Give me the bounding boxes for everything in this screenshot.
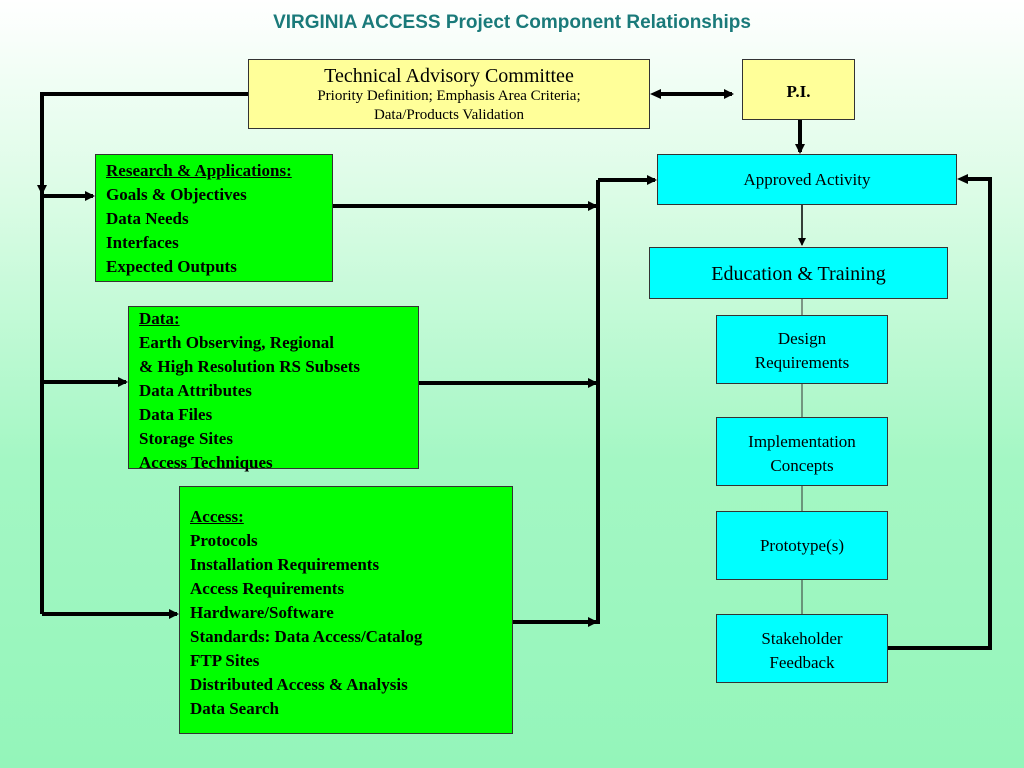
tac-line-2: Data/Products Validation <box>373 107 525 123</box>
prototypes-box: Prototype(s) <box>716 511 888 580</box>
data-item: Data Files <box>139 405 213 424</box>
data-item: Earth Observing, Regional <box>139 333 335 352</box>
implementation-line-2: Concepts <box>770 456 834 475</box>
access-item: FTP Sites <box>190 651 260 670</box>
pi-label: P.I. <box>786 82 811 101</box>
stakeholder-line-2: Feedback <box>769 653 835 672</box>
tac-title: Technical Advisory Committee <box>324 65 574 87</box>
tac-line-1: Priority Definition; Emphasis Area Crite… <box>317 88 581 104</box>
research-item: Data Needs <box>106 209 189 228</box>
technical-advisory-committee-box: Technical Advisory Committee Priority De… <box>248 59 650 129</box>
research-heading: Research & Applications: <box>106 161 292 180</box>
research-item: Expected Outputs <box>106 257 237 276</box>
access-item: Installation Requirements <box>190 555 380 574</box>
stakeholder-line-1: Stakeholder <box>761 629 843 648</box>
access-item: Distributed Access & Analysis <box>190 675 408 694</box>
data-heading: Data: <box>139 309 180 328</box>
design-requirements-box: Design Requirements <box>716 315 888 384</box>
prototypes-label: Prototype(s) <box>759 536 845 555</box>
tac-to-left-bus-line <box>37 92 248 195</box>
feedback-to-approved-arrowhead <box>957 174 968 184</box>
data-item: Access Techniques <box>139 453 273 472</box>
implementation-line-1: Implementation <box>748 432 856 451</box>
diagram-title: VIRGINIA ACCESS Project Component Relati… <box>273 12 751 33</box>
access-item: Protocols <box>190 531 258 550</box>
stakeholder-feedback-box: Stakeholder Feedback <box>716 614 888 683</box>
access-item: Access Requirements <box>190 579 345 598</box>
education-training-box: Education & Training <box>649 247 948 299</box>
approved-activity-label: Approved Activity <box>743 170 871 189</box>
research-item: Interfaces <box>106 233 179 252</box>
data-item: & High Resolution RS Subsets <box>139 357 361 376</box>
access-item: Hardware/Software <box>190 603 334 622</box>
implementation-concepts-box: Implementation Concepts <box>716 417 888 486</box>
approved-activity-box: Approved Activity <box>657 154 957 205</box>
access-heading: Access: <box>190 507 244 526</box>
feedback-loop-line <box>888 177 992 650</box>
data-box: Data: Earth Observing, Regional & High R… <box>128 306 419 472</box>
pi-box: P.I. <box>742 59 855 120</box>
access-box: Access: Protocols Installation Requireme… <box>179 486 513 734</box>
data-item: Storage Sites <box>139 429 233 448</box>
research-applications-box: Research & Applications: Goals & Objecti… <box>95 154 333 282</box>
data-item: Data Attributes <box>139 381 252 400</box>
tac-pi-left-arrowhead <box>650 89 661 99</box>
access-item: Data Search <box>190 699 279 718</box>
access-item: Standards: Data Access/Catalog <box>190 627 423 646</box>
education-training-label: Education & Training <box>711 263 886 285</box>
design-line-2: Requirements <box>754 353 850 372</box>
research-item: Goals & Objectives <box>106 185 247 204</box>
design-line-1: Design <box>777 329 827 348</box>
